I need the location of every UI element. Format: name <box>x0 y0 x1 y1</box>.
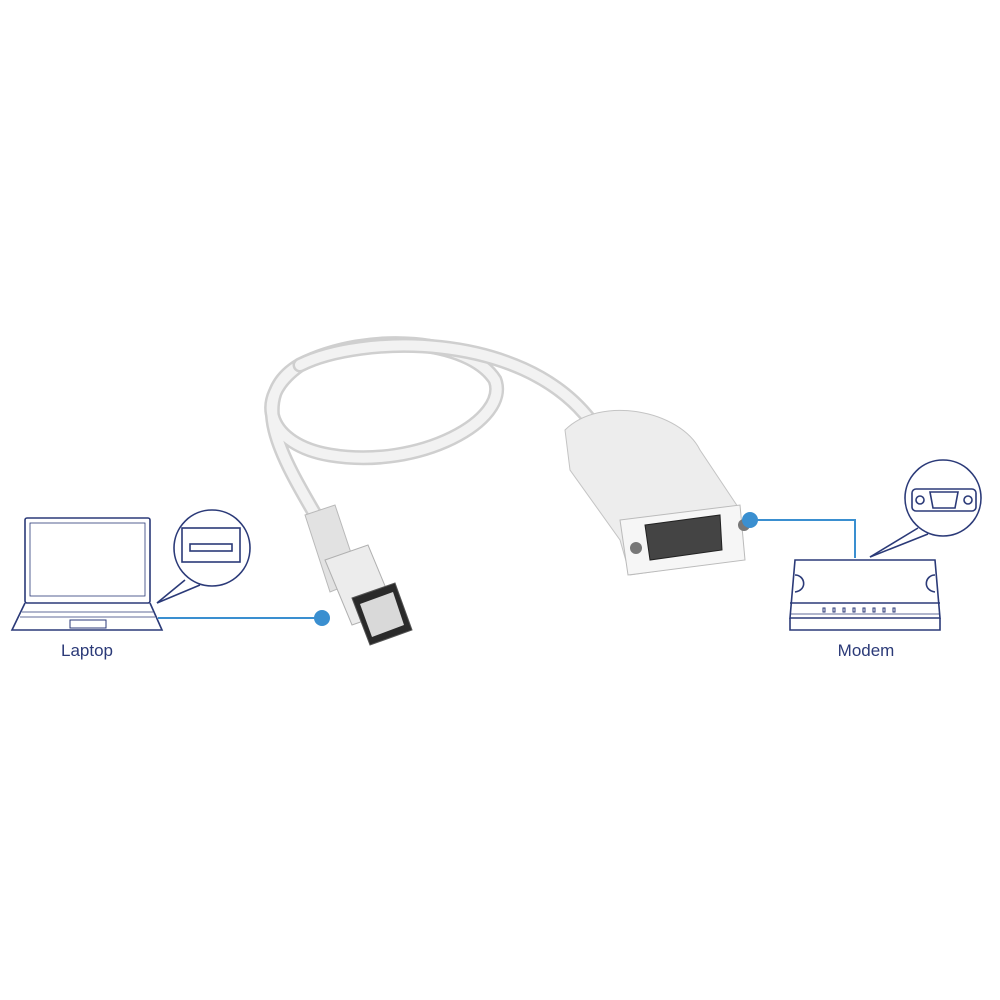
usb-port-callout <box>156 509 251 604</box>
laptop-label: Laptop <box>61 641 113 660</box>
serial-port-callout <box>869 459 982 558</box>
usb-a-plug <box>304 504 413 646</box>
modem-icon <box>789 559 941 631</box>
usb-to-serial-cable <box>264 336 598 548</box>
laptop-icon <box>10 517 164 631</box>
laptop-connection-line <box>158 610 330 626</box>
db9-adapter <box>564 409 750 576</box>
modem-connection-line <box>742 512 856 558</box>
modem-label: Modem <box>837 641 895 660</box>
